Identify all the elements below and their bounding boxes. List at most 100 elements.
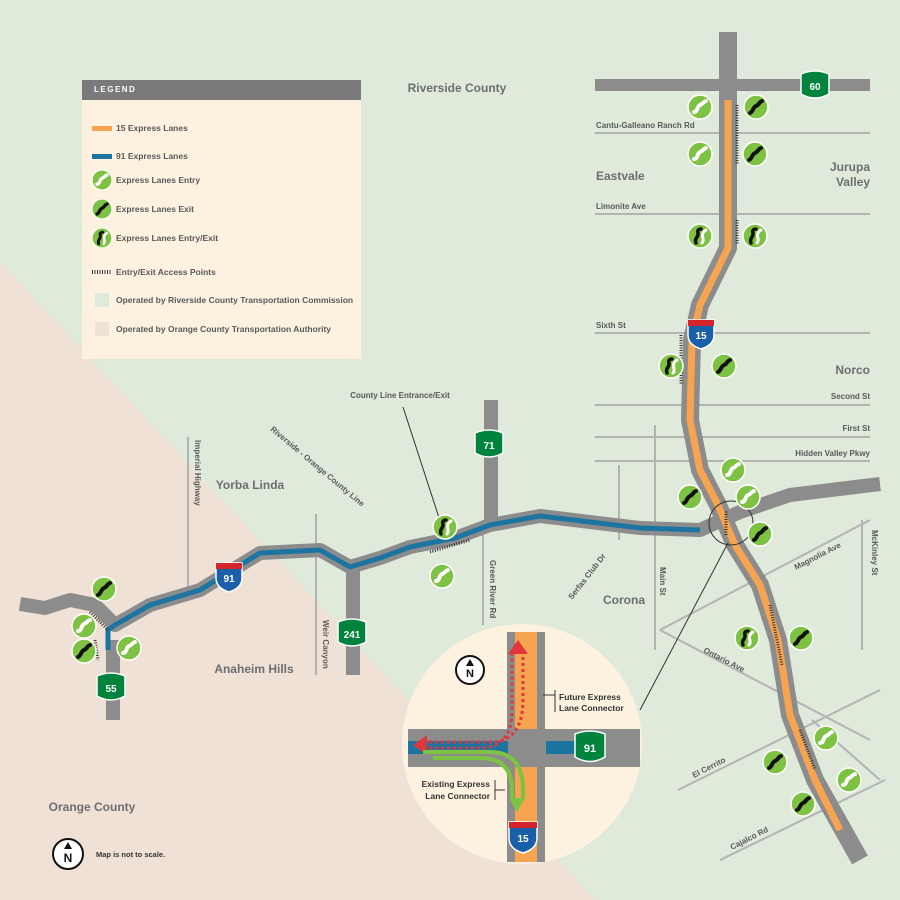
shield-71-label: 71 [483,441,495,452]
existing-connector-label-1: Existing Express [421,779,490,789]
exit-icon [710,352,738,380]
legend-item-rctc: Operated by Riverside County Transportat… [92,290,353,310]
entry-icon [70,612,98,640]
street-green: Green River Rd [488,560,497,618]
legend-item-15-express: 15 Express Lanes [92,118,188,138]
entry-icon [686,140,714,168]
entry-icon [428,562,456,590]
shield-i15-label: 15 [695,331,707,342]
legend-label: Entry/Exit Access Points [116,267,216,277]
inset-north-label: N [466,668,474,680]
access-points-icon [92,262,112,282]
entry-icon [835,766,863,794]
corona-label: Corona [603,593,645,607]
street-hidden: Hidden Valley Pkwy [795,449,870,458]
legend-label: Express Lanes Exit [116,204,194,214]
exit-icon [761,748,789,776]
jurupa-label-1: Jurupa [830,160,870,174]
local-streets [187,132,886,861]
shield-60-icon: 60 [800,70,830,99]
exit-icon [746,520,774,548]
legend-item-exit: Express Lanes Exit [92,199,194,219]
riverside-county-label: Riverside County [408,81,507,95]
shield-55-icon: 55 [96,672,126,701]
exit-icon [676,483,704,511]
inset-shield-i15-label: 15 [517,834,529,845]
yorba-linda-label: Yorba Linda [216,478,285,492]
entry-icon [686,93,714,121]
entry-exit-icon [657,352,685,380]
street-first: First St [842,424,870,433]
shield-60-label: 60 [809,82,821,93]
shield-241-icon: 241 [337,618,367,647]
express-lanes-91 [105,513,701,650]
exit-icon [92,199,112,219]
future-connector-label-2: Lane Connector [559,703,624,713]
legend-label: Express Lanes Entry [116,175,201,185]
entry-icon [734,483,762,511]
rctc-swatch [92,290,112,310]
exit-icon [789,790,817,818]
legend-item-entry-exit: Express Lanes Entry/Exit [92,228,218,248]
county-line-entrance-label: County Line Entrance/Exit [350,391,450,400]
exit-icon [787,624,815,652]
scale-note: Map is not to scale. [96,850,166,859]
legend-label: 15 Express Lanes [116,123,188,133]
eastvale-label: Eastvale [596,169,645,183]
callout-line [639,542,729,711]
future-connector-arrow [423,650,525,744]
anaheim-hills-label: Anaheim Hills [214,662,294,676]
shield-i15-icon: 15 [687,319,715,350]
legend-label: 91 Express Lanes [116,151,188,161]
octa-swatch [92,319,112,339]
existing-connector-arrow [423,750,525,800]
inset-north-arrow-icon: N [455,655,485,685]
north-arrow-icon: N [52,838,84,870]
legend-item-access-points: Entry/Exit Access Points [92,262,216,282]
exit-icon [742,93,770,121]
street-weir: Weir Canyon [321,620,330,669]
norco-label: Norco [835,363,870,377]
legend-item-entry: Express Lanes Entry [92,170,200,190]
entry-icon [115,634,143,662]
entry-exit-icon [686,222,714,250]
inset-shield-91-icon: 91 [574,730,606,763]
blue-line-swatch [92,146,112,166]
entry-icon [719,456,747,484]
legend-label: Operated by Orange County Transportation… [116,324,332,334]
street-mckinley: McKinley St [870,530,879,576]
future-connector-label-1: Future Express [559,692,621,702]
shield-71-icon: 71 [474,429,504,458]
shield-i91-icon: 91 [215,562,243,593]
entry-exit-icon [733,624,761,652]
street-main: Main St [658,567,667,596]
existing-connector-label-2: Lane Connector [425,791,490,801]
street-second: Second St [831,392,870,401]
entry-exit-icon [431,513,459,541]
north-label: N [64,851,73,865]
exit-icon [90,575,118,603]
entry-exit-icon [92,228,112,248]
street-limonite: Limonite Ave [596,202,646,211]
interchange-inset: Future Express Lane Connector Existing E… [402,624,642,864]
orange-county-label: Orange County [49,800,136,814]
shield-55-label: 55 [105,684,117,695]
interchange-highlight [708,500,754,546]
legend-item-octa: Operated by Orange County Transportation… [92,319,331,339]
legend-label: Express Lanes Entry/Exit [116,233,219,243]
street-imperial: Imperial Highway [193,440,202,506]
entry-icon [812,724,840,752]
shield-241-label: 241 [344,630,361,641]
street-cantu: Cantu-Galleano Ranch Rd [596,121,695,130]
entry-icon [92,170,112,190]
access-points [88,105,817,771]
exit-icon [70,637,98,665]
inset-shield-91-label: 91 [584,743,596,755]
entry-exit-icon [741,222,769,250]
legend-title: LEGEND [82,80,361,100]
orange-line-swatch [92,118,112,138]
exit-icon [741,140,769,168]
legend-panel: LEGEND 15 Express Lanes 91 Express Lanes… [82,80,361,359]
jurupa-label-2: Valley [836,175,870,189]
